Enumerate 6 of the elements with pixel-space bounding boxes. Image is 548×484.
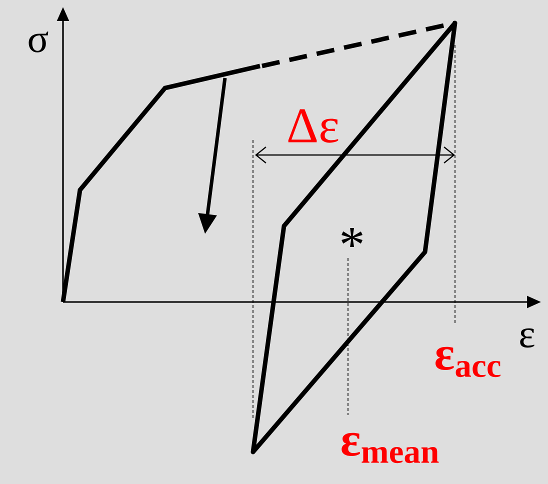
delta-strain-label: Δε	[288, 109, 338, 143]
strain-label: ε$_{acc}$	[436, 346, 500, 378]
strain-label: ε$_{mean}$	[342, 432, 439, 464]
asterisk-mark: *	[342, 228, 363, 248]
axis-label: ε	[520, 328, 534, 348]
axis-label: σ	[28, 32, 48, 52]
